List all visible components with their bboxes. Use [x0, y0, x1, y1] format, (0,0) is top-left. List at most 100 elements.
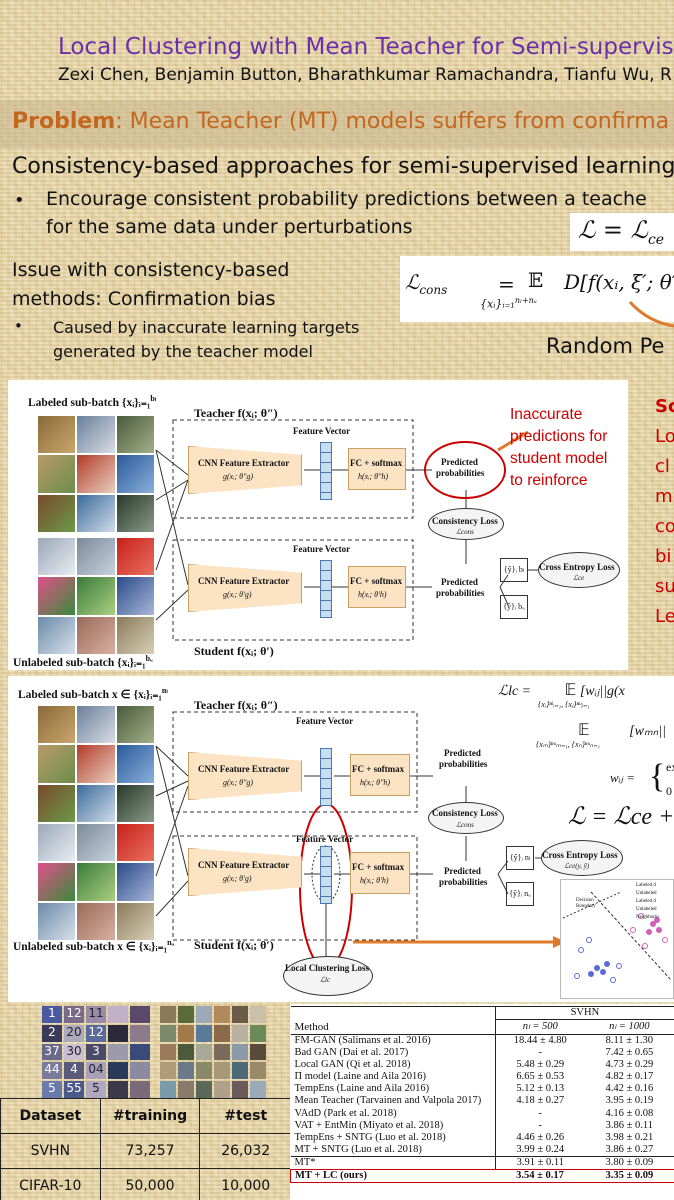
table-cell: 3.86 ± 0.27 — [605, 1143, 654, 1155]
table-cell: 3.95 ± 0.19 — [605, 1095, 654, 1107]
results-table-panel: SVHN Method nₗ = 500 nₗ = 1000 FM-GAN (S… — [290, 1004, 674, 1200]
teacher-predicted-label: Predicted — [441, 457, 478, 467]
table-row: SVHN 73,257 26,032 — [0, 1133, 292, 1169]
consistency-bullet-line2: for the same data under perturbations — [46, 216, 413, 238]
poster-title: Local Clustering with Mean Teacher for S… — [58, 34, 674, 60]
consistency-bullet-line1: Encourage consistent probability predict… — [46, 188, 647, 210]
consistency-heading: Consistency-based approaches for semi-su… — [12, 154, 674, 179]
student-predicted-label: Predicted — [444, 866, 481, 876]
table-cell: 8.11 ± 1.30 — [584, 1034, 674, 1047]
wij-zero: 0 — [666, 784, 672, 798]
wij-exp: exp ( — [666, 760, 674, 774]
table-cell: 5.48 ± 0.29 — [494, 1059, 585, 1072]
consistency-loss-symbol: ℒcons — [456, 528, 474, 536]
unlabeled-prediction-box: {ŷ}ᵢ nᵤ — [506, 882, 534, 906]
teacher-cnn-label: CNN Feature Extractor — [198, 764, 290, 774]
table-cell: 3.98 ± 0.21 — [605, 1131, 654, 1143]
student-fc-formula: h(xᵢ; θ′h) — [360, 876, 389, 885]
student-probabilities-label: probabilities — [436, 588, 485, 598]
table-cell: - — [494, 1119, 585, 1132]
table-cell: Mean Teacher (Tarvainen and Valpola 2017… — [294, 1095, 482, 1107]
cross-entropy-label: Cross Entropy Loss — [539, 562, 615, 572]
table-cell: 4.73 ± 0.29 — [605, 1059, 654, 1071]
student-feature-vector — [320, 846, 332, 904]
table-cell: 4.82 ± 0.17 — [605, 1071, 654, 1083]
table-header-row: Dataset #training #test — [0, 1098, 292, 1134]
student-probabilities-label: probabilities — [439, 877, 488, 887]
decision-boundary-graphic — [562, 891, 672, 983]
feature-vector-label: Feature Vector — [296, 834, 354, 844]
table-cell: Local GAN (Qi et al. 2018) — [294, 1059, 411, 1071]
table-cell: 7.42 ± 0.65 — [605, 1047, 654, 1059]
labeled-subbatch-label: Labeled sub-batch {xᵢ}ᵢ₌₁bₗ — [28, 394, 157, 409]
table-cell: FM-GAN (Salimans et al. 2016) — [290, 1034, 496, 1047]
table-cell: TempEns + SNTG (Luo et al. 2018) — [294, 1131, 446, 1143]
consistency-loss-node — [428, 508, 504, 540]
problem-text: : Mean Teacher (MT) models suffers from … — [115, 109, 670, 134]
table-row-ours: MT + LC (ours) 3.54 ± 0.17 3.35 ± 0.09 — [290, 1168, 674, 1183]
student-feature-vector — [320, 560, 332, 618]
teacher-label: Teacher f(xᵢ; θ″) — [194, 406, 278, 420]
wij-equation: wᵢⱼ = — [610, 770, 636, 785]
table-row: FM-GAN (Salimans et al. 2016)18.44 ± 4.8… — [290, 1034, 674, 1047]
teacher-fc-label: FC + softmax — [352, 764, 405, 774]
lc-equation-line1-sub: {xᵢ}ⁿˡᵢ₌₁, {xⱼ}ⁿᵘⱼ₌₁ — [538, 700, 590, 709]
table-row: TempEns (Laine and Aila 2016) 5.12 ± 0.13… — [291, 1083, 674, 1096]
plot-legend: Labeled d Unlabeled Labeled d Unlabeled … — [636, 883, 659, 920]
unlabeled-subbatch-label: Unlabeled sub-batch x ∈ {xᵢ}ᵢ₌₁nᵤ — [13, 938, 175, 953]
table-row-mt: MT* 3.91 ± 0.11 3.80 ± 0.09 — [290, 1155, 674, 1170]
teacher-cnn-formula: g(xᵢ; θ″g) — [223, 472, 254, 481]
issue-line1: Issue with consistency-based — [12, 259, 290, 281]
table-cell: Bad GAN (Dai et al. 2017) — [294, 1047, 409, 1059]
figure-mean-teacher: Labeled sub-batch {xᵢ}ᵢ₌₁bₗ Unlabeled su… — [8, 380, 628, 670]
inaccurate-annotation: Inaccurate predictions for student model… — [510, 406, 608, 489]
student-label: Student f(xᵢ; θ′) — [194, 938, 274, 952]
table-row: VAT + EntMin (Miyato et al. 2018)-3.86 ±… — [291, 1119, 674, 1132]
teacher-probabilities-label: probabilities — [436, 468, 485, 478]
svhn-group-header: SVHN — [494, 1006, 674, 1020]
bullet: • — [14, 190, 25, 211]
cross-entropy-symbol: ℒce — [573, 574, 585, 582]
teacher-fc-box — [350, 754, 410, 796]
student-fc-label: FC + softmax — [350, 576, 403, 586]
student-predicted-label: Predicted — [441, 577, 478, 587]
teacher-cnn-box — [188, 446, 302, 494]
student-fc-formula: h(xᵢ; θ′h) — [358, 590, 387, 599]
table-row: Bad GAN (Dai et al. 2017)-7.42 ± 0.65 — [291, 1047, 674, 1060]
table-header-cell: Dataset — [0, 1098, 101, 1134]
consistency-loss-node — [428, 802, 504, 834]
table-row: Local GAN (Qi et al. 2018) 5.48 ± 0.29 4.7… — [291, 1059, 674, 1072]
results-table: SVHN Method nₗ = 500 nₗ = 1000 FM-GAN (S… — [290, 1006, 674, 1183]
feature-vector-label: Feature Vector — [293, 544, 351, 554]
local-clustering-symbol: ℒlc — [320, 976, 331, 984]
labeled-subbatch-label: Labeled sub-batch x ∈ {xᵢ}ᵢ₌₁nₗ — [18, 686, 168, 701]
student-fc-box — [348, 566, 406, 608]
table-cell: TempEns (Laine and Aila 2016) — [294, 1083, 430, 1095]
table-cell: 4.18 ± 0.27 — [494, 1095, 585, 1108]
student-label: Student f(xᵢ; θ′) — [194, 644, 274, 658]
table-cell: MT + SNTG (Luo et al. 2018) — [294, 1143, 422, 1155]
unlabeled-prediction-box: {ŷ}ᵢ bᵤ — [500, 595, 528, 619]
issue-line2: methods: Confirmation bias — [12, 288, 276, 310]
solution-side-text: So Lo cl m co bi su Le — [655, 396, 674, 627]
table-cell: 5.12 ± 0.13 — [494, 1083, 585, 1096]
svhn-thumbnails: 1 12 11 2 20 12 37 30 3 44 4 04 5 55 5 — [42, 1006, 150, 1098]
lc-equation-line1: ℒlc = 𝔼 [wᵢⱼ||g(x — [498, 682, 625, 699]
cifar-thumbnails — [160, 1006, 266, 1098]
bullet: • — [14, 317, 23, 335]
table-cell: 4.16 ± 0.08 — [605, 1107, 654, 1119]
teacher-fc-formula: h(xᵢ; θ″h) — [360, 778, 391, 787]
dataset-table: Dataset #training #test SVHN 73,257 26,0… — [0, 1098, 292, 1200]
cross-entropy-label: Cross Entropy Loss — [542, 850, 618, 860]
results-group-header-row: SVHN — [290, 1006, 674, 1020]
student-fc-label: FC + softmax — [352, 862, 405, 872]
unlabeled-subbatch-label: Unlabeled sub-batch {xᵢ}ᵢ₌₁bᵤ — [13, 654, 153, 669]
teacher-predicted-label: Predicted — [444, 748, 481, 758]
table-cell: 26,032 — [199, 1133, 292, 1169]
table-cell: 18.44 ± 4.80 — [494, 1034, 585, 1047]
table-cell: 4.42 ± 0.16 — [605, 1083, 654, 1095]
labeled-image-grid — [38, 416, 154, 532]
col-500-header: nₗ = 500 — [494, 1019, 585, 1035]
total-loss-with-lc: ℒ = ℒce + — [568, 804, 674, 830]
figure-local-clustering: Labeled sub-batch x ∈ {xᵢ}ᵢ₌₁nₗ Unlabele… — [8, 676, 674, 1002]
